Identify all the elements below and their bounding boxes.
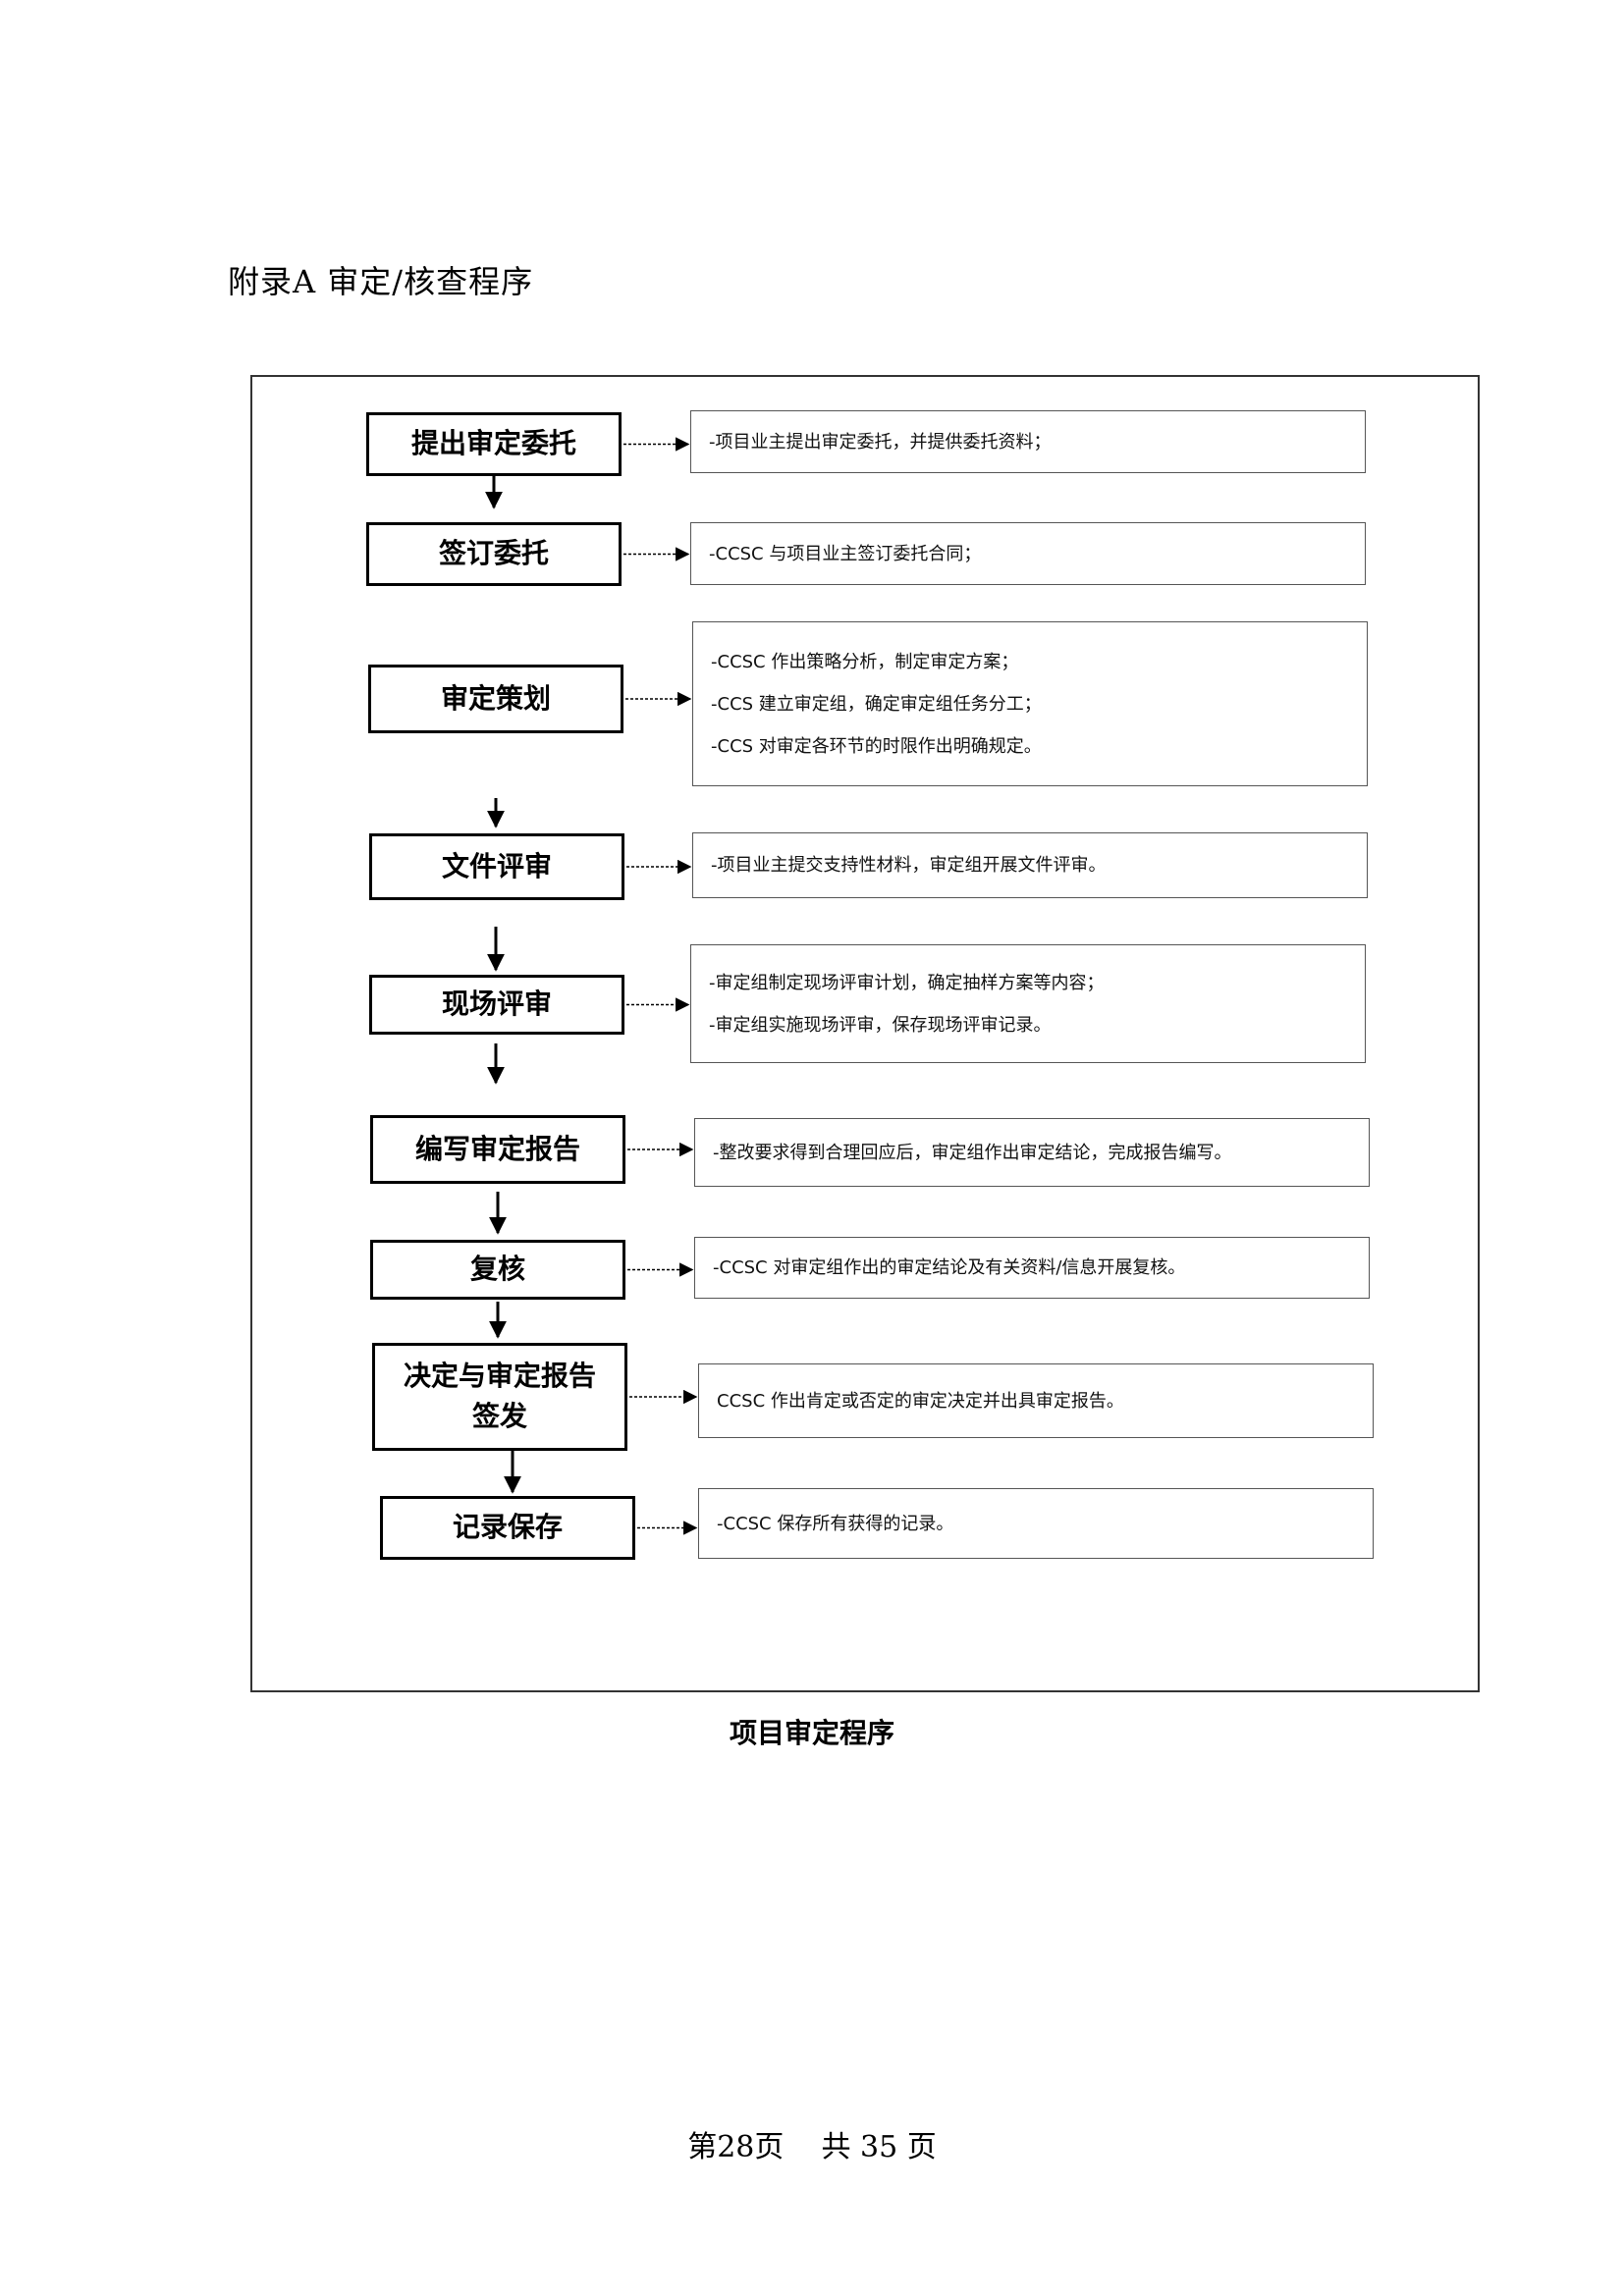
step-description-line: -CCSC 作出策略分析，制定审定方案； <box>711 651 1019 672</box>
process-step-9: 记录保存 <box>380 1496 635 1560</box>
step-description-box-5: -审定组制定现场评审计划，确定抽样方案等内容； -审定组实施现场评审，保存现场评审… <box>690 944 1366 1063</box>
step-description-box-1: -项目业主提出审定委托，并提供委托资料； <box>690 410 1366 473</box>
step-description-box-3: -CCSC 作出策略分析，制定审定方案； -CCS 建立审定组，确定审定组任务分工… <box>692 621 1368 786</box>
process-step-5: 现场评审 <box>369 975 624 1035</box>
step-description-line: -CCS 对审定各环节的时限作出明确规定。 <box>711 735 1042 757</box>
step-description-line: -CCS 建立审定组，确定审定组任务分工； <box>711 693 1042 715</box>
page-heading: 附录A 审定/核查程序 <box>228 263 534 300</box>
step-description-line: -审定组实施现场评审，保存现场评审记录。 <box>709 1014 1052 1036</box>
page-footer: 第28页 共 35 页 <box>687 2130 937 2164</box>
process-step-6: 编写审定报告 <box>370 1115 625 1184</box>
process-step-label: 文件评审 <box>441 849 552 882</box>
process-step-label: 提出审定委托 <box>410 427 576 460</box>
process-step-label: 编写审定报告 <box>414 1132 580 1165</box>
step-description-line: -项目业主提交支持性材料，审定组开展文件评审。 <box>711 855 1107 876</box>
step-description-line: -CCSC 保存所有获得的记录。 <box>717 1513 954 1534</box>
step-description-box-4: -项目业主提交支持性材料，审定组开展文件评审。 <box>692 832 1368 898</box>
process-step-label: 复核 <box>469 1253 525 1286</box>
process-step-label: 现场评审 <box>441 988 552 1021</box>
step-description-line: -审定组制定现场评审计划，确定抽样方案等内容； <box>709 972 1105 993</box>
process-step-1: 提出审定委托 <box>366 412 622 476</box>
step-description-line: -项目业主提出审定委托，并提供委托资料； <box>709 431 1052 453</box>
step-description-box-2: -CCSC 与项目业主签订委托合同； <box>690 522 1366 585</box>
step-description-line: -CCSC 与项目业主签订委托合同； <box>709 543 982 564</box>
process-step-3: 审定策划 <box>368 665 623 733</box>
step-description-line: CCSC 作出肯定或否定的审定决定并出具审定报告。 <box>717 1390 1124 1412</box>
step-description-line: -整改要求得到合理回应后，审定组作出审定结论，完成报告编写。 <box>713 1142 1232 1163</box>
step-description-box-8: CCSC 作出肯定或否定的审定决定并出具审定报告。 <box>698 1363 1374 1438</box>
process-step-label: 审定策划 <box>440 681 551 715</box>
process-step-7: 复核 <box>370 1240 625 1300</box>
process-step-8: 决定与审定报告 签发 <box>372 1343 627 1451</box>
process-step-2: 签订委托 <box>366 522 622 586</box>
process-step-4: 文件评审 <box>369 833 624 900</box>
process-step-label: 签订委托 <box>438 537 549 570</box>
flowchart-frame <box>250 375 1480 1692</box>
step-description-line: -CCSC 对审定组作出的审定结论及有关资料/信息开展复核。 <box>713 1257 1186 1278</box>
process-step-label: 决定与审定报告 签发 <box>403 1360 596 1432</box>
step-description-box-6: -整改要求得到合理回应后，审定组作出审定结论，完成报告编写。 <box>694 1118 1370 1187</box>
process-step-label: 记录保存 <box>452 1511 563 1544</box>
step-description-box-9: -CCSC 保存所有获得的记录。 <box>698 1488 1374 1559</box>
diagram-caption: 项目审定程序 <box>729 1717 894 1749</box>
step-description-box-7: -CCSC 对审定组作出的审定结论及有关资料/信息开展复核。 <box>694 1237 1370 1299</box>
